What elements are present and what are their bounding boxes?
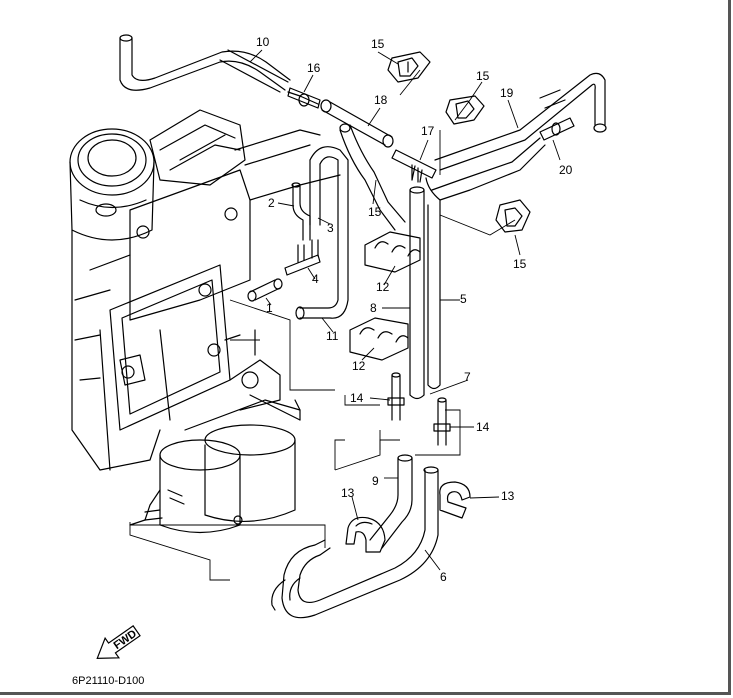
hose-18	[320, 99, 394, 148]
hose-1	[247, 278, 283, 302]
hose-9	[369, 454, 413, 549]
label-17: 17	[421, 124, 435, 138]
tee-joint-4	[284, 239, 321, 276]
label-18: 18	[374, 93, 388, 107]
bolt-14-left	[387, 372, 405, 421]
bolt-14-right	[433, 397, 451, 446]
label-14-right: 14	[476, 420, 490, 434]
label-13-center: 13	[341, 486, 355, 500]
label-20: 20	[559, 163, 573, 177]
hose-2	[291, 182, 311, 241]
label-7: 7	[464, 370, 471, 384]
clip-15-top	[387, 51, 431, 83]
part-labels: 10 16 18 15 15 19 17 20 2 15 3 4 15 12 5…	[256, 35, 573, 584]
filter-inlet-line	[144, 489, 185, 521]
label-2: 2	[268, 196, 275, 210]
diagram-code: 6P21110-D100	[72, 675, 144, 687]
label-12-upper: 12	[376, 280, 390, 294]
bracket-12-upper	[364, 231, 421, 273]
clip-13-right	[439, 481, 471, 519]
tee-17	[391, 149, 437, 183]
clip-15-right	[495, 199, 531, 233]
bracket-12-lower	[349, 317, 409, 361]
engine-block	[69, 109, 341, 471]
label-9: 9	[372, 474, 379, 488]
connector-20	[539, 117, 575, 141]
label-5: 5	[460, 292, 467, 306]
label-3: 3	[327, 221, 334, 235]
label-12-lower: 12	[352, 359, 366, 373]
label-8: 8	[370, 301, 377, 315]
label-15-mid: 15	[476, 69, 490, 83]
label-4: 4	[312, 272, 319, 286]
label-14-left: 14	[350, 391, 364, 405]
label-16: 16	[307, 61, 321, 75]
label-1: 1	[266, 301, 273, 315]
connector-16	[287, 87, 321, 109]
label-13-right: 13	[501, 489, 515, 503]
clip-13-center	[345, 516, 386, 553]
fuel-filter-canister	[129, 394, 301, 534]
label-15-left: 15	[368, 205, 382, 219]
hose-6	[271, 466, 439, 619]
clip-15-mid	[445, 95, 485, 125]
label-19: 19	[500, 86, 514, 100]
label-10: 10	[256, 35, 270, 49]
fwd-arrow-icon: FWD	[96, 625, 141, 659]
hose-11	[295, 146, 349, 320]
label-11: 11	[326, 329, 339, 343]
label-15-right: 15	[513, 257, 527, 271]
label-6: 6	[440, 570, 447, 584]
hose-connector-loop	[339, 123, 406, 231]
hose-19	[434, 72, 607, 171]
hose-10	[119, 34, 291, 93]
label-15-top: 15	[371, 37, 385, 51]
pipe-8	[409, 186, 425, 400]
